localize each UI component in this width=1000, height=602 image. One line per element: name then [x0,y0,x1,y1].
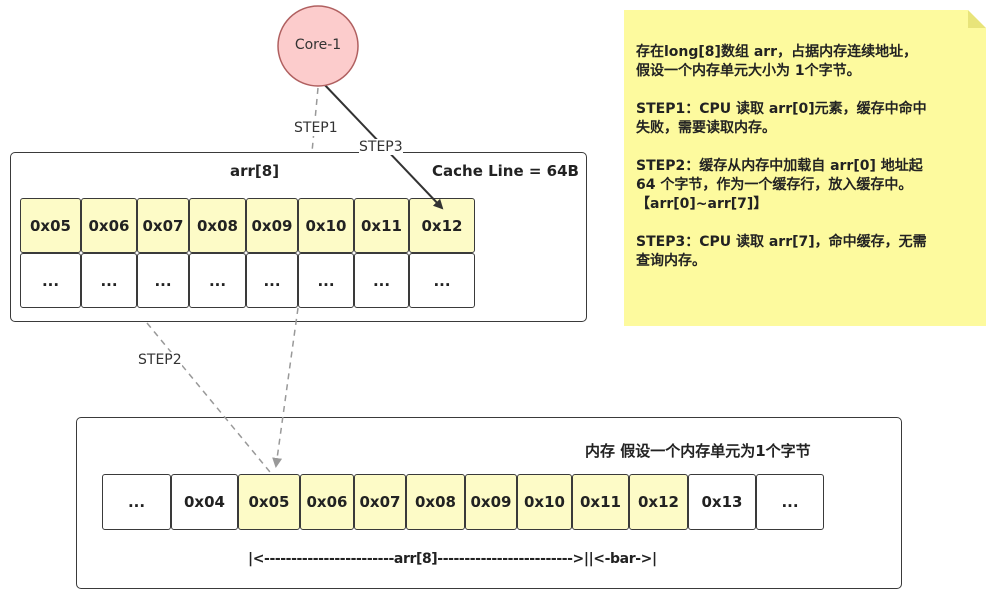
memory-cell: ... [102,474,171,530]
memory-cell: 0x12 [629,474,688,530]
explanation-note: 存在long[8]数组 arr，占据内存连续地址， 假设一个内存单元大小为 1个… [624,10,986,326]
note-paragraph: STEP3：CPU 读取 arr[7]，命中缓存，无需 查询内存。 [636,234,927,269]
note-text: 存在long[8]数组 arr，占据内存连续地址， 假设一个内存单元大小为 1个… [636,43,978,290]
cache-cell: 0x08 [189,198,246,253]
cache-cell-empty: ... [189,253,246,308]
memory-cell: 0x07 [354,474,406,530]
core-label: Core-1 [294,37,342,53]
memory-range-label: |<------------------------arr[8]--------… [248,551,657,567]
note-paragraph: STEP1：CPU 读取 arr[0]元素，缓存中命中 失败，需要读取内存。 [636,101,927,136]
cache-line-label: Cache Line = 64B [432,162,579,180]
step3-label: STEP3 [359,139,403,155]
cache-cell: 0x07 [137,198,189,253]
cache-cell-empty: ... [137,253,189,308]
memory-cell: 0x10 [517,474,572,530]
memory-cell: 0x05 [238,474,300,530]
cache-cell-empty: ... [81,253,137,308]
cache-cell: 0x05 [20,198,81,253]
memory-title: 内存 假设一个内存单元为1个字节 [585,442,811,460]
cache-cell: 0x11 [354,198,409,253]
memory-cell: 0x04 [171,474,238,530]
note-paragraph: STEP2：缓存从内存中加载自 arr[0] 地址起 64 个字节，作为一个缓存… [636,158,923,212]
cache-array-label: arr[8] [230,162,280,180]
memory-cell: 0x13 [688,474,756,530]
cache-cell-empty: ... [20,253,81,308]
cache-cell: 0x12 [409,198,475,253]
cache-cell: 0x10 [298,198,354,253]
memory-cell: 0x09 [465,474,517,530]
memory-cell: ... [756,474,824,530]
memory-cell: 0x08 [406,474,465,530]
memory-cell: 0x11 [572,474,629,530]
cache-cell: 0x09 [246,198,298,253]
step2-label: STEP2 [138,352,182,368]
cache-cell-empty: ... [246,253,298,308]
step1-label: STEP1 [294,120,338,136]
note-paragraph: 存在long[8]数组 arr，占据内存连续地址， 假设一个内存单元大小为 1个… [636,44,918,79]
cache-cell-empty: ... [354,253,409,308]
cache-cell-empty: ... [298,253,354,308]
note-fold-corner [968,10,986,28]
memory-cell: 0x06 [300,474,354,530]
cache-cell-empty: ... [409,253,475,308]
cache-cell: 0x06 [81,198,137,253]
